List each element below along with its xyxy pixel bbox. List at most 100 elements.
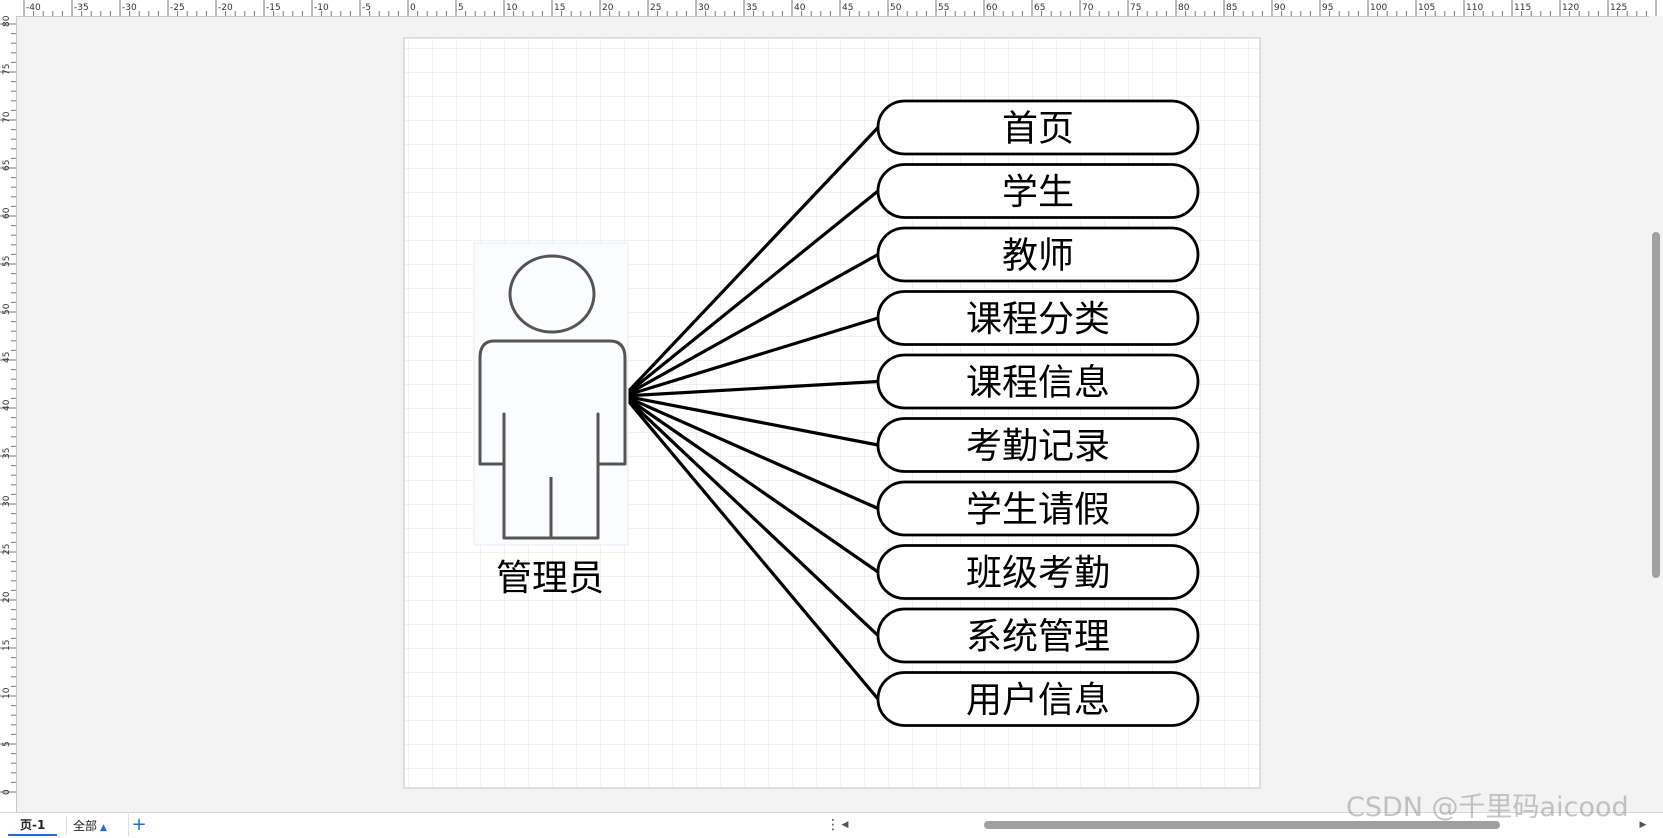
association-line[interactable] bbox=[623, 379, 879, 398]
association-line[interactable] bbox=[623, 394, 879, 447]
vertical-scrollbar[interactable] bbox=[1649, 16, 1663, 812]
ruler-label: 120 bbox=[1562, 3, 1579, 13]
association-line[interactable] bbox=[623, 394, 879, 574]
use-case-shape bbox=[876, 163, 1200, 219]
vertical-scrollbar-thumb[interactable] bbox=[1652, 232, 1660, 578]
use-case[interactable]: 课程信息 bbox=[876, 353, 1200, 410]
use-case[interactable]: 学生请假 bbox=[876, 480, 1200, 537]
use-case-shape bbox=[876, 607, 1200, 664]
page-tab-bar: 页-1 全部▲ + ⋮ ◀ ▶ bbox=[0, 812, 1663, 838]
use-case-shape bbox=[876, 353, 1200, 410]
use-case-label: 课程信息 bbox=[966, 363, 1110, 404]
ruler-label: 5 bbox=[458, 3, 464, 13]
ruler-label: 75 bbox=[1130, 3, 1141, 13]
ruler-label: 115 bbox=[1514, 3, 1531, 13]
association-line[interactable] bbox=[623, 394, 879, 510]
ruler-label: 20 bbox=[602, 3, 614, 13]
ruler-label: 125 bbox=[1610, 3, 1627, 13]
ruler-label: -35 bbox=[74, 3, 89, 13]
add-page-button[interactable]: + bbox=[128, 814, 149, 836]
horizontal-scrollbar-thumb[interactable] bbox=[984, 821, 1500, 829]
watermark: CSDN @千里码aicood bbox=[1346, 792, 1629, 823]
scroll-right-icon[interactable]: ▶ bbox=[1639, 820, 1647, 830]
ruler-label: 110 bbox=[1466, 3, 1483, 13]
use-case-shape bbox=[876, 671, 1200, 727]
ruler-label: 30 bbox=[698, 3, 710, 13]
ruler-label: 15 bbox=[554, 3, 565, 13]
ruler-label: -25 bbox=[170, 3, 185, 13]
use-case[interactable]: 用户信息 bbox=[876, 671, 1200, 727]
ruler-label: 70 bbox=[1082, 3, 1094, 13]
ruler-label: 35 bbox=[746, 3, 757, 13]
ruler-label: 45 bbox=[2, 352, 12, 363]
ruler-label: 75 bbox=[2, 64, 12, 75]
ruler-corner bbox=[0, 0, 18, 17]
ruler-label: 65 bbox=[2, 160, 12, 171]
ruler-label: 10 bbox=[506, 3, 518, 13]
scroll-left-icon[interactable]: ◀ bbox=[841, 820, 849, 830]
more-options-icon[interactable]: ⋮ bbox=[826, 817, 840, 833]
use-case-shape bbox=[876, 480, 1200, 537]
ruler-label: 100 bbox=[1370, 3, 1387, 13]
all-pages-button[interactable]: 全部▲ bbox=[66, 817, 113, 835]
association-lines bbox=[622, 126, 880, 701]
use-case[interactable]: 课程分类 bbox=[876, 290, 1200, 346]
ruler-label: 60 bbox=[986, 3, 998, 13]
tab-page-1[interactable]: 页-1 bbox=[8, 816, 58, 836]
ruler-label: 20 bbox=[2, 591, 12, 603]
use-case[interactable]: 系统管理 bbox=[876, 607, 1200, 664]
ruler-label: 90 bbox=[1274, 3, 1286, 13]
association-line[interactable] bbox=[622, 189, 880, 398]
use-case[interactable]: 教师 bbox=[876, 226, 1200, 283]
use-case-label: 系统管理 bbox=[966, 617, 1110, 658]
caret-up-icon: ▲ bbox=[100, 823, 107, 833]
ruler-label: 10 bbox=[2, 687, 12, 699]
use-case[interactable]: 学生 bbox=[876, 163, 1200, 219]
association-line[interactable] bbox=[623, 253, 879, 398]
actor-figure[interactable]: 管理员 bbox=[473, 242, 629, 599]
ruler-label: -30 bbox=[122, 3, 137, 13]
use-case-label: 学生 bbox=[1002, 172, 1074, 213]
ruler-label: -20 bbox=[218, 3, 233, 13]
association-line[interactable] bbox=[622, 394, 880, 637]
horizontal-scrollbar[interactable]: ◀ ▶ bbox=[840, 818, 1648, 832]
ruler-label: 55 bbox=[938, 3, 949, 13]
ruler-label: 70 bbox=[2, 111, 12, 123]
use-case[interactable]: 班级考勤 bbox=[876, 544, 1200, 600]
ruler-label: 30 bbox=[2, 495, 12, 507]
ruler-label: 40 bbox=[794, 3, 806, 13]
ruler-label: 55 bbox=[2, 256, 12, 267]
drawing-page[interactable] bbox=[403, 37, 1261, 789]
use-case-label: 班级考勤 bbox=[966, 553, 1110, 594]
use-case-label: 考勤记录 bbox=[966, 426, 1110, 467]
ruler-label: 65 bbox=[1034, 3, 1045, 13]
ruler-label: 105 bbox=[1418, 3, 1435, 13]
association-line[interactable] bbox=[622, 126, 880, 398]
use-case-shape bbox=[876, 290, 1200, 346]
person-icon bbox=[478, 254, 627, 540]
all-pages-label: 全部 bbox=[73, 819, 98, 833]
ruler-label: 25 bbox=[650, 3, 661, 13]
ruler-label: -5 bbox=[362, 3, 371, 13]
use-case-shape bbox=[876, 544, 1200, 600]
ruler-label: 45 bbox=[842, 3, 853, 13]
use-case[interactable]: 考勤记录 bbox=[876, 417, 1200, 473]
actor-label: 管理员 bbox=[496, 558, 604, 599]
ruler-label: 85 bbox=[1226, 3, 1237, 13]
use-case-label: 学生请假 bbox=[966, 490, 1110, 531]
ruler-label: -15 bbox=[266, 3, 281, 13]
use-case-shape bbox=[876, 99, 1200, 156]
use-case[interactable]: 首页 bbox=[876, 99, 1200, 156]
ruler-label: -40 bbox=[26, 3, 41, 13]
association-line[interactable] bbox=[622, 394, 880, 701]
use-case-label: 教师 bbox=[1002, 236, 1074, 277]
association-line[interactable] bbox=[623, 316, 879, 398]
ruler-label: 50 bbox=[2, 303, 12, 315]
ruler-label: 50 bbox=[890, 3, 902, 13]
ruler-label: 40 bbox=[2, 399, 12, 411]
ruler-label: 0 bbox=[410, 3, 416, 13]
